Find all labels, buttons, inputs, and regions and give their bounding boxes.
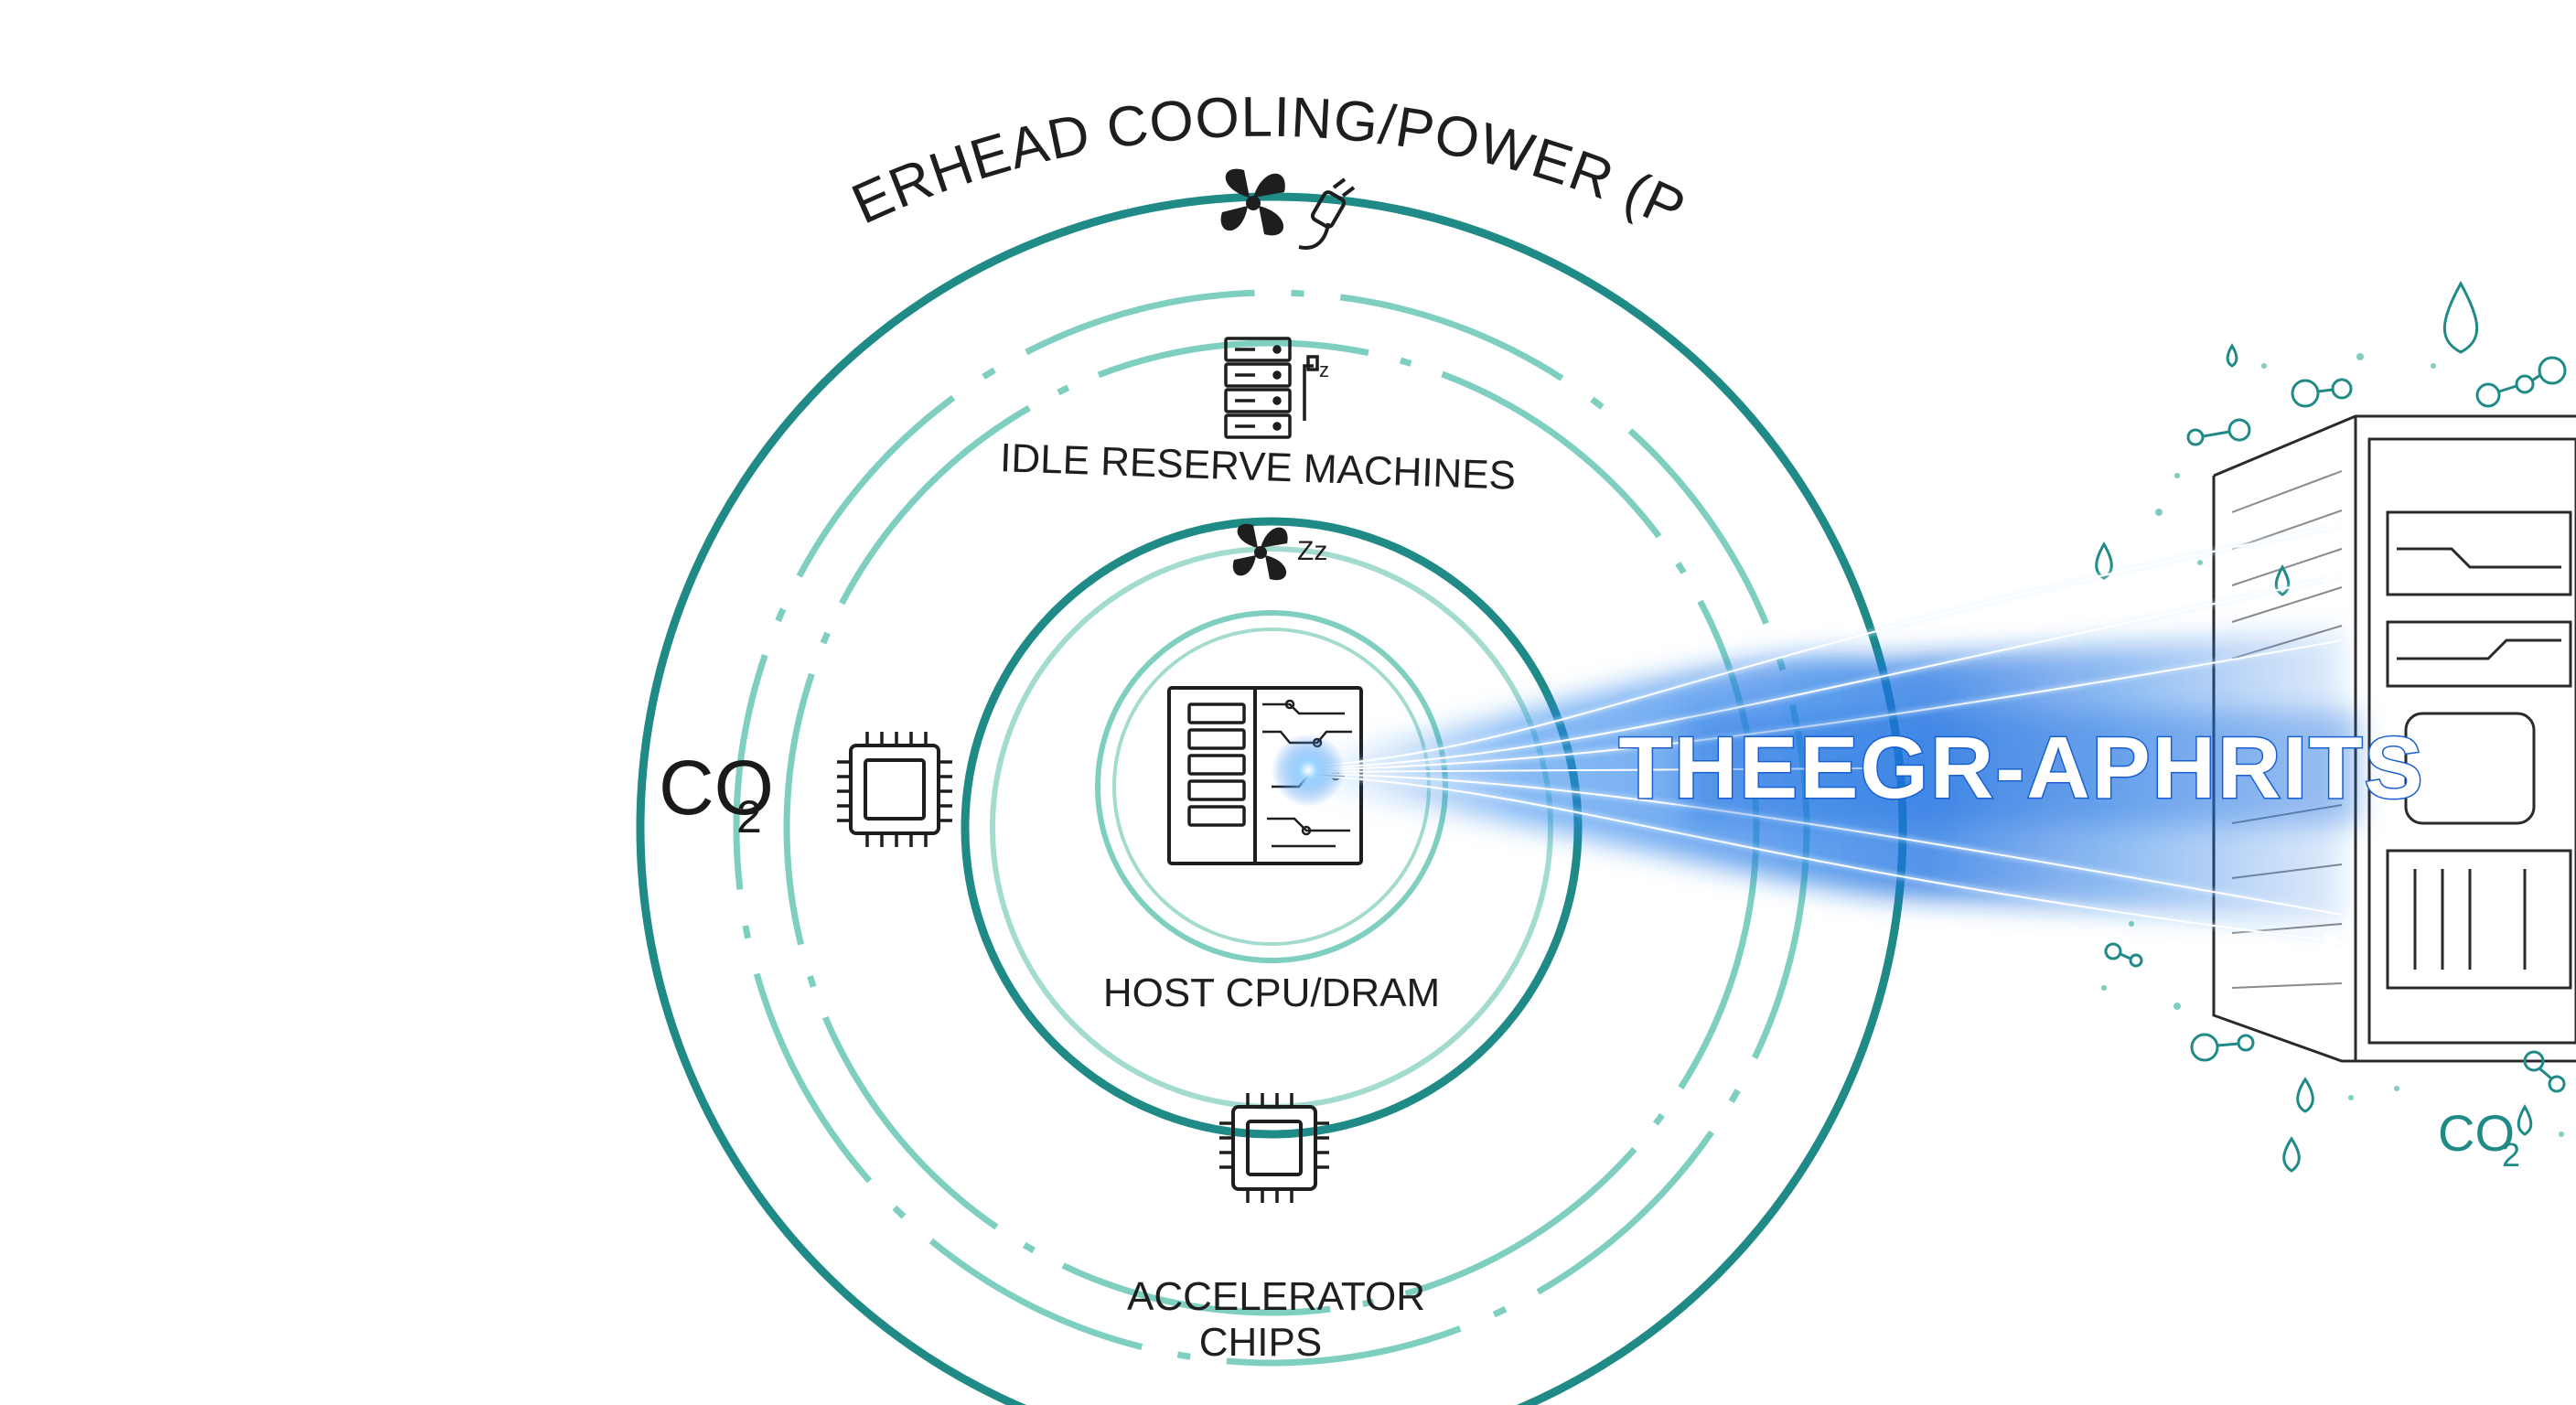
chip-icon-bottom [1219,1093,1329,1203]
server-rack-icon [1224,337,1319,439]
plug-icon [1298,177,1356,250]
co2-right-subscript: 2 [2502,1136,2520,1174]
idle-reserve-label: IDLE RESERVE MACHINES [999,435,1516,499]
particle-dots [2101,353,2564,1137]
accelerator-label-line1: ACCELERATOR [1127,1274,1425,1319]
sleeping-fan-icon [1232,523,1288,581]
fan-sleep-mark: Zz [1297,536,1327,566]
idle-sleep-mark: z [1319,359,1329,381]
outer-ring-title: OVERHEAD COOLING/POWER (PUE) [0,0,1695,241]
co2-left-label: CO [659,745,774,831]
co2-right-label: CO [2438,1104,2515,1162]
molecule-icon [2104,356,2567,1093]
host-ring-pale [990,546,1553,1110]
chip-icon-left [837,732,952,847]
fan-icon [1220,168,1285,236]
host-cpu-label: HOST CPU/DRAM [1103,971,1440,1015]
banner-glow [1683,712,2360,825]
water-drop-icon [2095,280,2533,1173]
accelerator-label-line2: CHIPS [1199,1320,1322,1365]
co2-left-subscript: 2 [736,791,762,842]
banner-label: THEEGR-APHRITS [1618,719,2424,817]
